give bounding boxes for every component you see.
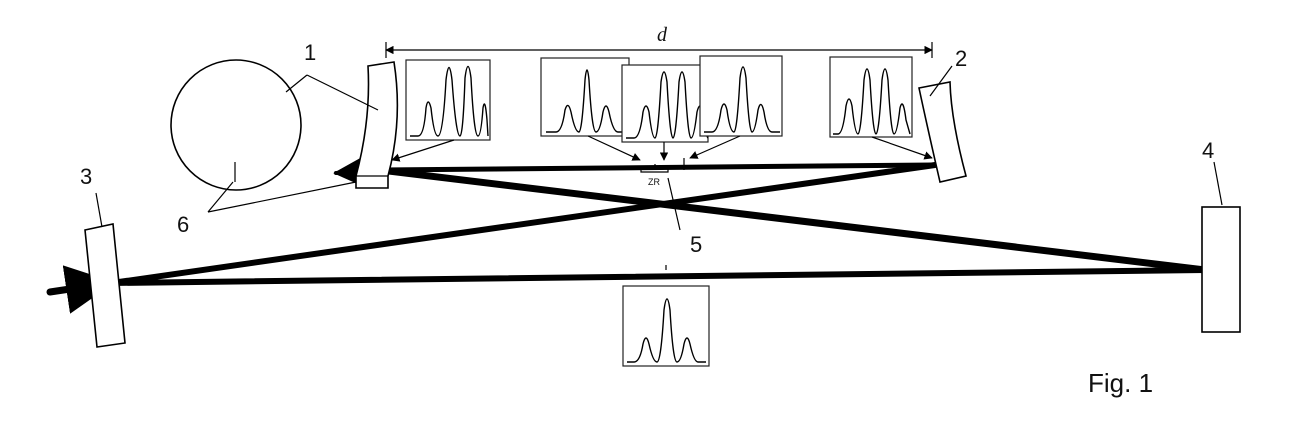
label-6: 6 bbox=[177, 212, 189, 237]
profile-inset-2 bbox=[540, 57, 630, 137]
circular-component bbox=[170, 59, 302, 191]
distance-label: d bbox=[657, 24, 668, 46]
profile-inset-1 bbox=[405, 59, 491, 141]
beam-1-to-4 bbox=[376, 166, 1209, 274]
label-2: 2 bbox=[955, 46, 967, 71]
profile-inset-5 bbox=[829, 56, 913, 138]
label-4: 4 bbox=[1202, 138, 1214, 163]
label-1: 1 bbox=[304, 40, 316, 65]
distance-dimension: d bbox=[385, 24, 933, 58]
leader-lines bbox=[95, 65, 1223, 231]
mirror-4 bbox=[1201, 206, 1241, 333]
profile-inset-4 bbox=[699, 55, 783, 137]
figure-caption: Fig. 1 bbox=[1088, 368, 1153, 398]
laser-beams bbox=[46, 157, 1209, 314]
label-3: 3 bbox=[80, 164, 92, 189]
beam-1-to-2 bbox=[377, 162, 938, 173]
profile-inset-3 bbox=[621, 64, 709, 143]
mirror-3 bbox=[84, 223, 126, 348]
inset-pointers bbox=[391, 135, 933, 162]
mirror-2 bbox=[918, 81, 967, 183]
profile-inset-6 bbox=[622, 265, 710, 367]
beam-3-to-4 bbox=[109, 267, 1208, 286]
rayleigh-label: ZR bbox=[648, 177, 660, 187]
rayleigh-range: ZR bbox=[640, 158, 685, 187]
label-5: 5 bbox=[690, 232, 702, 257]
beam-3-to-2 bbox=[109, 162, 938, 286]
